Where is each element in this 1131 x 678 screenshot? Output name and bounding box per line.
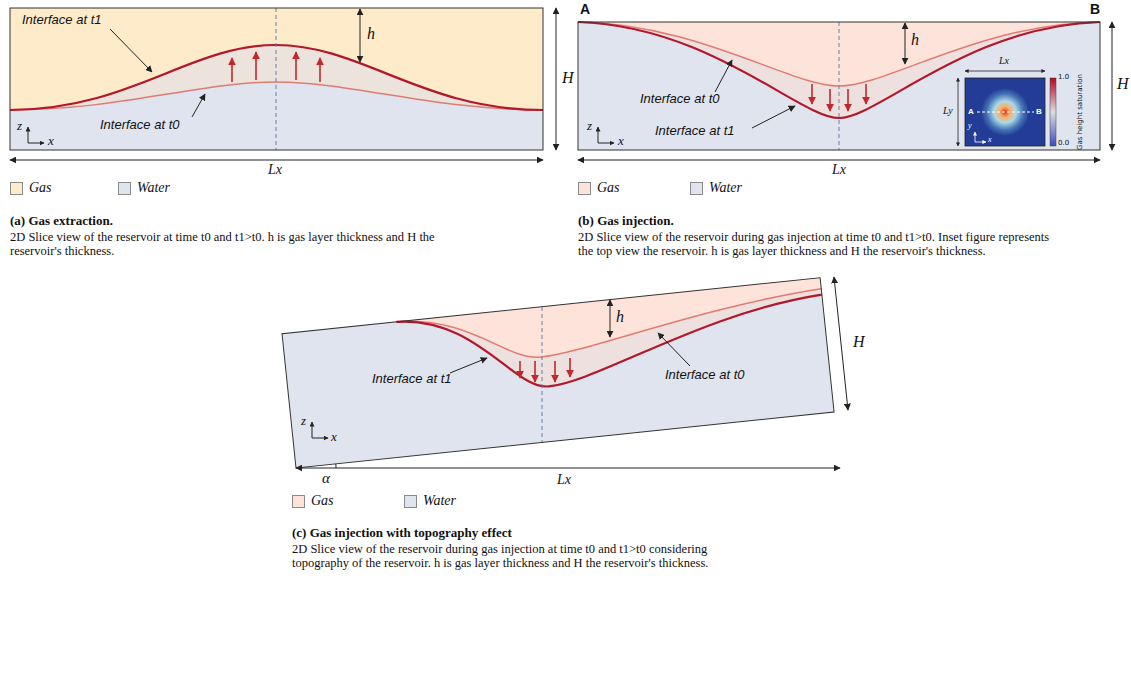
interface-label: Interface at t0	[100, 118, 180, 131]
legend-item: Gas	[292, 494, 336, 510]
panel-c-illustration	[282, 277, 848, 468]
panel-a-illustration	[10, 8, 556, 160]
dimension-label: h	[367, 26, 375, 42]
axis-label: z	[587, 119, 592, 132]
inset-dimension: Lx	[999, 56, 1009, 66]
caption-heading: (c) Gas injection with topography effect	[292, 526, 512, 539]
caption-heading: (a) Gas extraction.	[10, 214, 113, 227]
caption-body: 2D Slice view of the reservoir during ga…	[292, 542, 762, 570]
section-marker: A	[580, 2, 590, 16]
interface-label: Interface at t0	[640, 92, 720, 105]
legend-swatch	[404, 495, 417, 508]
section-marker: B	[1090, 2, 1100, 16]
interface-label: Interface at t1	[372, 372, 452, 385]
axis-label: x	[331, 430, 337, 443]
legend-item: Gas	[578, 181, 622, 197]
axis-label: z	[301, 414, 306, 427]
legend-swatch	[690, 182, 703, 195]
colorbar-tick: 0.0	[1058, 140, 1069, 147]
dimension-label: Lx	[832, 163, 846, 177]
dimension-label: h	[911, 32, 919, 48]
axis-label: z	[17, 119, 22, 132]
dimension-label: h	[616, 309, 624, 325]
legend-text: Water	[137, 181, 170, 195]
angle-label: α	[322, 471, 330, 486]
legend-swatch	[118, 182, 131, 195]
inset-axis-label: y	[968, 122, 972, 130]
inset-section-marker: B	[1036, 108, 1042, 116]
inset-section-marker: A	[968, 108, 974, 116]
axis-label: x	[618, 134, 624, 147]
legend-text: Gas	[311, 494, 334, 508]
legend-text: Gas	[597, 181, 620, 195]
dimension-label: H	[1117, 76, 1129, 92]
axis-label: x	[48, 134, 54, 147]
legend-swatch	[578, 182, 591, 195]
legend-item: Water	[118, 181, 172, 197]
colorbar-title: Gas height saturation	[1077, 74, 1084, 150]
dimension-label: Lx	[268, 163, 282, 177]
dimension-label: H	[853, 334, 865, 350]
legend-swatch	[10, 182, 23, 195]
legend-item: Water	[404, 494, 458, 510]
legend-text: Gas	[29, 181, 52, 195]
legend-item: Water	[690, 181, 744, 197]
dimension-label: Lx	[557, 473, 571, 487]
interface-label: Interface at t1	[22, 13, 102, 26]
caption-heading: (b) Gas injection.	[578, 214, 674, 227]
legend-text: Water	[423, 494, 456, 508]
caption-body: 2D Slice view of the reservoir at time t…	[10, 230, 470, 258]
panel-b-illustration	[578, 22, 1112, 160]
legend-text: Water	[709, 181, 742, 195]
interface-label: Interface at t1	[655, 124, 735, 137]
inset-dimension: Ly	[943, 106, 953, 116]
dimension-label: H	[562, 70, 574, 86]
interface-label: Interface at t0	[665, 368, 745, 381]
colorbar-tick: 1.0	[1058, 74, 1069, 81]
inset-axis-label: x	[988, 136, 992, 144]
legend-item: Gas	[10, 181, 54, 197]
caption-body: 2D Slice view of the reservoir during ga…	[578, 230, 1053, 258]
legend-swatch	[292, 495, 305, 508]
